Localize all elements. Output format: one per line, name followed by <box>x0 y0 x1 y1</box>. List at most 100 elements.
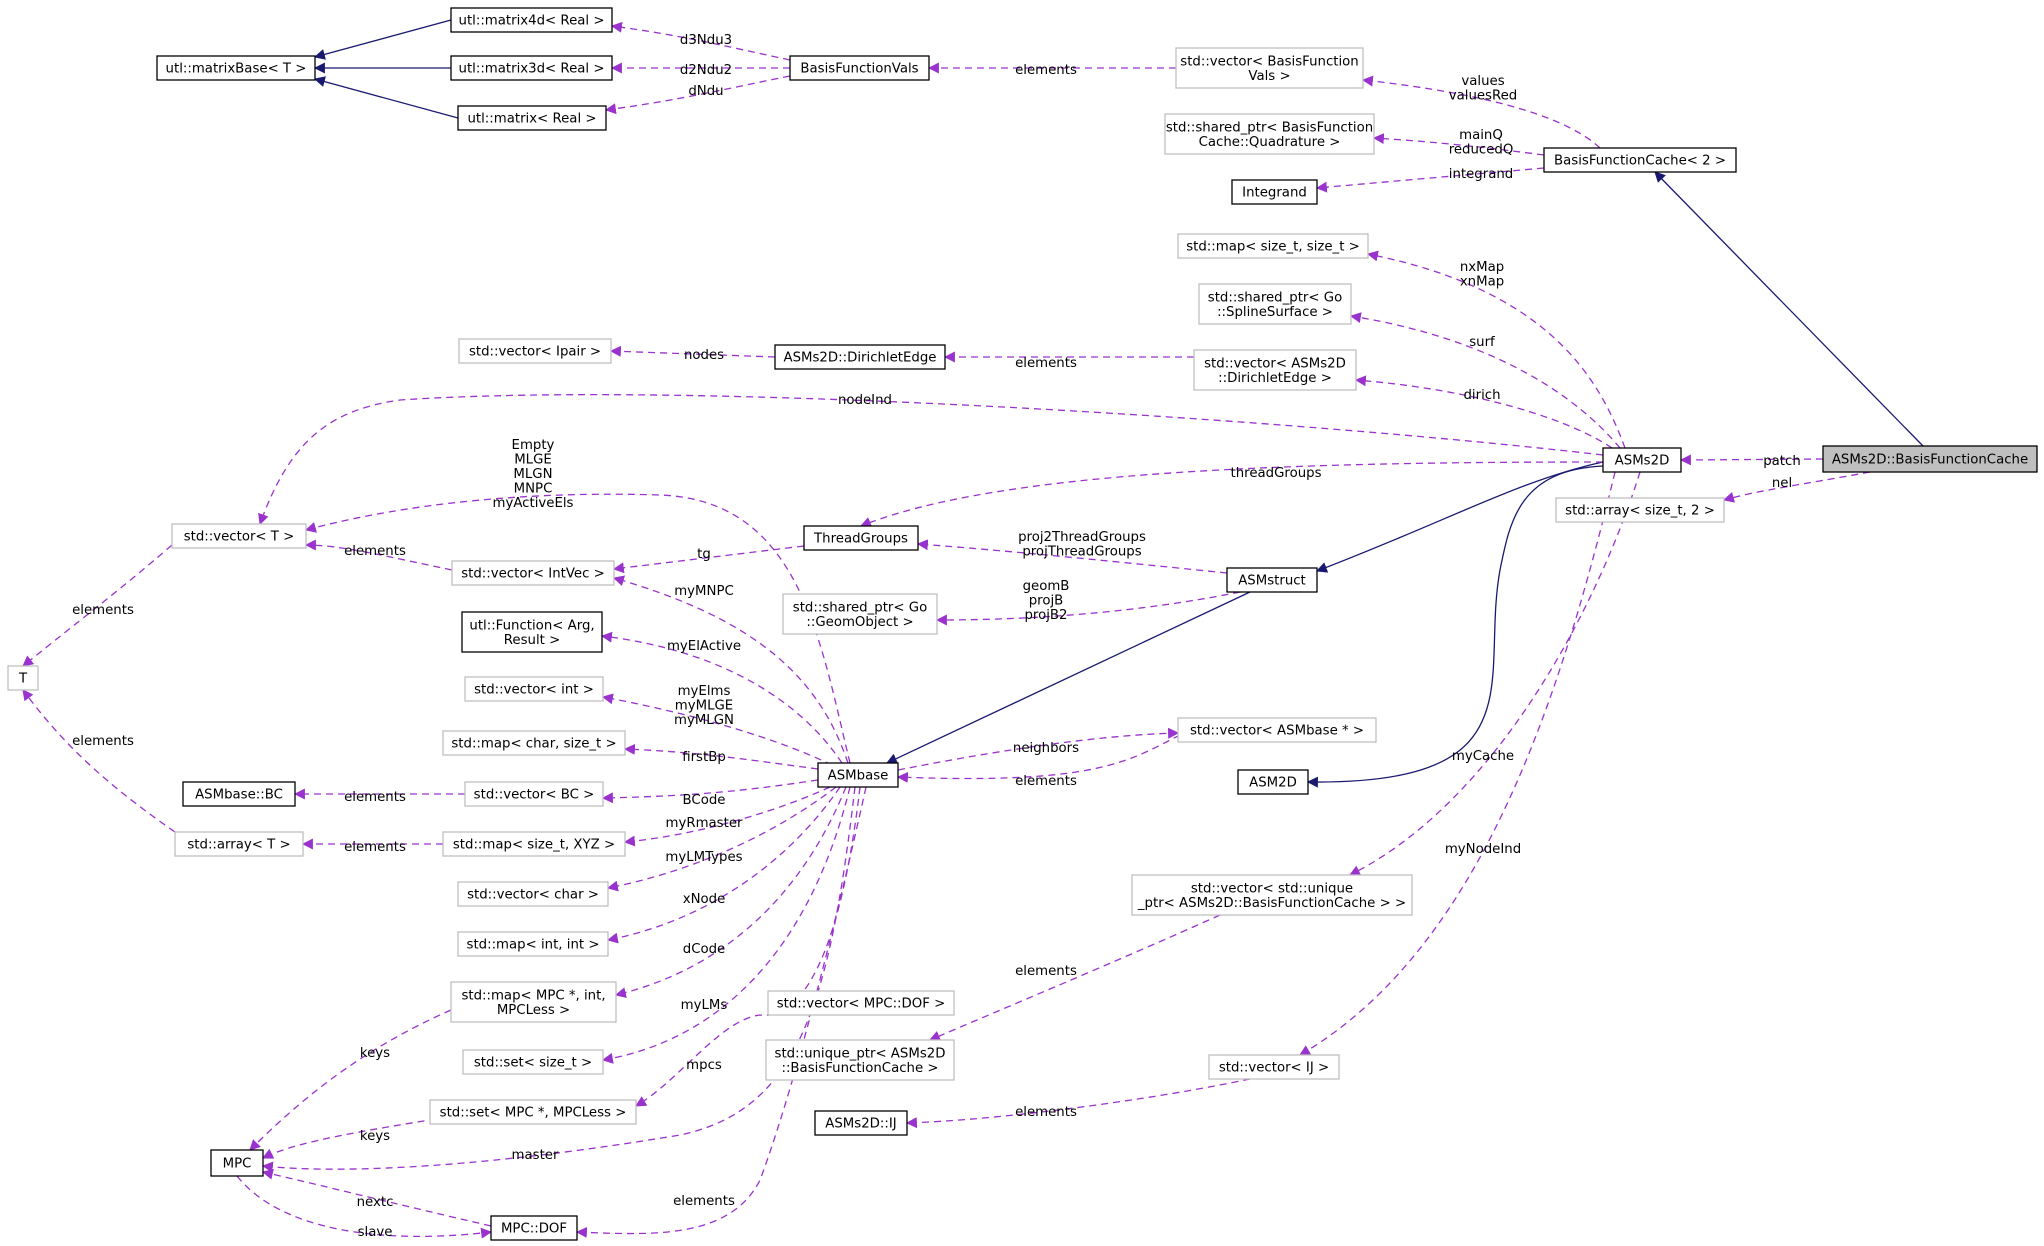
node-box <box>429 1099 637 1125</box>
node-spGeom[interactable]: std::shared_ptr< Go::GeomObject > <box>782 593 938 635</box>
edge-label-uniqueElements: elements <box>1015 964 1077 979</box>
edge-label-quadLbl: reducedQ <box>1449 143 1514 158</box>
node-box <box>789 55 930 81</box>
edge-label-dirEdgeElements: elements <box>1015 356 1077 371</box>
edge-label-nodesLbl: nodes <box>684 348 724 363</box>
node-vecBC[interactable]: std::vector< BC > <box>464 781 604 807</box>
node-bfvals[interactable]: BasisFunctionVals <box>789 55 930 81</box>
node-label: BasisFunctionVals <box>800 62 918 77</box>
node-vecChar[interactable]: std::vector< char > <box>457 881 609 907</box>
edge-use-myElActive <box>600 631 843 764</box>
node-vecInt[interactable]: std::vector< int > <box>464 676 604 702</box>
edge-label-vecTElements: elements <box>344 544 406 559</box>
node-box <box>1555 497 1725 523</box>
node-vecDirEdge[interactable]: std::vector< ASMs2D::DirichletEdge > <box>1193 349 1357 391</box>
node-box <box>1822 445 2038 473</box>
node-dirEdge[interactable]: ASMs2D::DirichletEdge <box>774 344 946 370</box>
node-vecUnique[interactable]: std::vector< std::unique_ptr< ASMs2D::Ba… <box>1131 874 1413 916</box>
edge-label-myNodeIndLbl: myNodeInd <box>1445 842 1521 857</box>
node-vecIpair[interactable]: std::vector< Ipair > <box>458 338 612 364</box>
node-spSpline[interactable]: std::shared_ptr< Go::SplineSurface > <box>1198 283 1352 325</box>
node-asmstruct[interactable]: ASMstruct <box>1226 567 1318 593</box>
node-label: ASMs2D::DirichletEdge <box>784 351 937 366</box>
edge-label-patchLbl: patch <box>1763 454 1801 469</box>
node-matrix3d[interactable]: utl::matrix3d< Real > <box>450 55 613 81</box>
node-uniquePtr[interactable]: std::unique_ptr< ASMs2D::BasisFunctionCa… <box>765 1039 955 1081</box>
node-mapSizeT[interactable]: std::map< size_t, size_t > <box>1177 233 1369 259</box>
node-box <box>457 881 609 907</box>
node-matrix4d[interactable]: utl::matrix4d< Real > <box>450 7 613 33</box>
node-asmbase[interactable]: ASMbase <box>817 762 899 788</box>
node-label: std::vector< std::unique <box>1191 881 1353 896</box>
node-ij[interactable]: ASMs2D::IJ <box>814 1110 908 1136</box>
edge-use-vecTElements <box>304 539 453 571</box>
edge-label-firstBpLbl: firstBp <box>682 750 726 765</box>
node-vecDOF[interactable]: std::vector< MPC::DOF > <box>767 990 955 1016</box>
node-focus[interactable]: ASMs2D::BasisFunctionCache <box>1822 445 2038 473</box>
edge-label-valuesLbl: values <box>1461 74 1504 89</box>
node-box <box>450 7 613 33</box>
edge-label-bfElements: elements <box>1015 63 1077 78</box>
node-label: Vals > <box>1248 69 1290 84</box>
node-label: std::vector< ASMs2D <box>1204 356 1346 371</box>
node-label: ::DirichletEdge > <box>1218 371 1332 386</box>
node-box <box>1208 1054 1340 1080</box>
edge-use-projTG <box>916 539 1228 574</box>
edge-use-surf <box>1349 312 1621 449</box>
node-matrixBase[interactable]: utl::matrixBase< T > <box>156 55 316 81</box>
edge-inh-matrix4d <box>313 19 452 60</box>
edge-label-d2Ndu2: d2Ndu2 <box>680 63 732 78</box>
edge-label-neighborsLbl: neighbors <box>1013 741 1079 756</box>
node-mapChar[interactable]: std::map< char, size_t > <box>442 730 626 756</box>
node-label: std::shared_ptr< Go <box>1208 290 1342 305</box>
node-box <box>1231 179 1318 205</box>
edge-label-keys1Lbl: keys <box>360 1046 390 1061</box>
node-label: BasisFunctionCache< 2 > <box>1554 154 1726 169</box>
node-mpc[interactable]: MPC <box>210 1149 264 1177</box>
node-integrand[interactable]: Integrand <box>1231 179 1318 205</box>
edge-use-ijElements <box>905 1078 1251 1129</box>
node-asms2d[interactable]: ASMs2D <box>1602 447 1682 473</box>
node-box <box>782 593 938 635</box>
node-mapIntInt[interactable]: std::map< int, int > <box>457 931 609 957</box>
node-vecT[interactable]: std::vector< T > <box>171 523 307 549</box>
node-box <box>1543 147 1737 173</box>
node-box <box>767 990 955 1016</box>
node-vecASMbase[interactable]: std::vector< ASMbase * > <box>1177 717 1377 743</box>
node-vecIJ[interactable]: std::vector< IJ > <box>1208 1054 1340 1080</box>
edge-use-xNode <box>606 786 841 944</box>
edge-label-xNodeLbl: xNode <box>683 892 726 907</box>
node-T[interactable]: T <box>7 665 39 691</box>
node-mapXYZ[interactable]: std::map< size_t, XYZ > <box>442 831 626 857</box>
node-box <box>1177 717 1377 743</box>
node-bfc2[interactable]: BasisFunctionCache< 2 > <box>1543 147 1737 173</box>
node-label: ASMs2D::IJ <box>825 1117 896 1132</box>
edge-use-keys1 <box>249 1009 452 1151</box>
node-label: MPCLess > <box>497 1003 570 1018</box>
node-box <box>450 55 613 81</box>
node-threadGroups[interactable]: ThreadGroups <box>803 525 919 551</box>
node-setSizeT[interactable]: std::set< size_t > <box>462 1049 604 1075</box>
node-vecIntVec[interactable]: std::vector< IntVec > <box>451 560 615 586</box>
node-setMPC[interactable]: std::set< MPC *, MPCLess > <box>429 1099 637 1125</box>
node-mapMPC[interactable]: std::map< MPC *, int,MPCLess > <box>450 981 617 1023</box>
edge-use-myRmaster <box>623 786 831 847</box>
edge-label-threadGroupsLbl: threadGroups <box>1231 466 1322 481</box>
node-box <box>817 762 899 788</box>
node-spQuad[interactable]: std::shared_ptr< BasisFunctionCache::Qua… <box>1164 113 1375 155</box>
node-box <box>464 781 604 807</box>
node-matrix[interactable]: utl::matrix< Real > <box>457 105 607 131</box>
edge-label-myCacheLbl: myCache <box>1452 749 1514 764</box>
node-arraySizeT2[interactable]: std::array< size_t, 2 > <box>1555 497 1725 523</box>
node-asm2d[interactable]: ASM2D <box>1237 769 1309 795</box>
node-function[interactable]: utl::Function< Arg,Result > <box>461 611 603 653</box>
node-bc[interactable]: ASMbase::BC <box>182 781 296 807</box>
edge-label-neighborsElements: elements <box>1015 774 1077 789</box>
edge-label-mapLbl: xnMap <box>1460 275 1504 290</box>
edge-label-mpcsLbl: mpcs <box>686 1058 722 1073</box>
node-mpcdof[interactable]: MPC::DOF <box>490 1215 578 1241</box>
node-arrayT[interactable]: std::array< T > <box>174 831 304 857</box>
node-label: std::map< size_t, size_t > <box>1186 240 1360 255</box>
node-vecBfvals[interactable]: std::vector< BasisFunctionVals > <box>1175 47 1364 89</box>
